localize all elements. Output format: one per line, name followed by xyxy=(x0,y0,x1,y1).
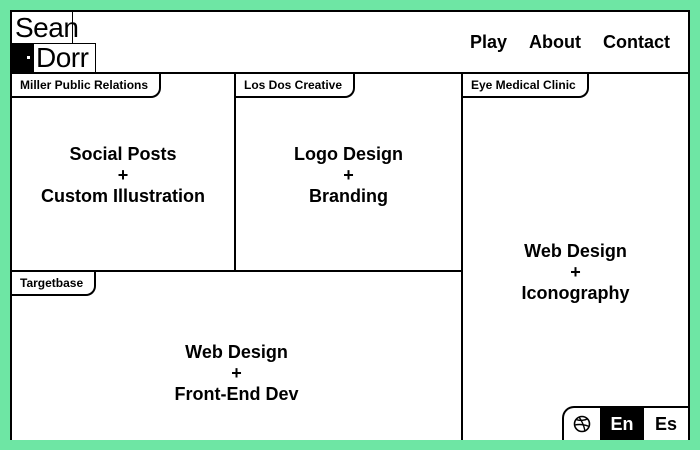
service-line-1: Social Posts xyxy=(69,144,177,164)
service-line-2: Branding xyxy=(309,186,388,206)
service-plus: + xyxy=(570,262,581,282)
service-line-2: Iconography xyxy=(521,283,630,303)
service-line-1: Web Design xyxy=(524,241,627,261)
logo-last-name: Dorr xyxy=(36,42,89,73)
service-plus: + xyxy=(231,363,242,383)
logo-box-bottom xyxy=(34,43,96,72)
nav-link-contact[interactable]: Contact xyxy=(603,32,670,52)
page-frame: Sean Dorr Play About Contact Miller Publ… xyxy=(10,10,690,440)
service-line-1: Web Design xyxy=(185,342,288,362)
site-header: Sean Dorr Play About Contact xyxy=(12,12,688,74)
nav-link-about[interactable]: About xyxy=(529,32,581,52)
site-logo[interactable]: Sean Dorr xyxy=(12,12,102,74)
dribbble-icon[interactable] xyxy=(564,408,600,440)
project-services: Web Design + Iconography xyxy=(463,241,688,304)
client-tag: Eye Medical Clinic xyxy=(463,74,589,98)
client-tag: Targetbase xyxy=(12,272,97,296)
nav-link-play[interactable]: Play xyxy=(469,32,508,52)
main-nav: Play About Contact xyxy=(470,32,670,53)
service-line-2: Front-End Dev xyxy=(174,384,299,404)
logo-box-top xyxy=(12,12,73,43)
language-switcher: En Es xyxy=(562,406,688,440)
language-es-button[interactable]: Es xyxy=(654,413,678,434)
project-card-eye-medical[interactable]: Eye Medical Clinic Web Design + Iconogra… xyxy=(463,74,688,440)
project-services: Web Design + Front-End Dev xyxy=(12,342,461,405)
project-services: Logo Design + Branding xyxy=(236,144,461,207)
project-card-targetbase[interactable]: Targetbase Web Design + Front-End Dev xyxy=(12,272,463,440)
service-plus: + xyxy=(117,165,129,185)
project-card-los-dos[interactable]: Los Dos Creative Logo Design + Branding xyxy=(236,74,463,272)
logo-first-name: Sean xyxy=(15,12,79,43)
dribbble-icon-svg xyxy=(573,415,591,433)
client-tag: Miller Public Relations xyxy=(12,74,162,98)
logo-dot xyxy=(27,56,30,59)
service-line-1: Logo Design xyxy=(294,144,403,164)
client-tag: Los Dos Creative xyxy=(236,74,356,98)
project-card-miller[interactable]: Miller Public Relations Social Posts + C… xyxy=(12,74,236,272)
service-plus: + xyxy=(343,165,354,185)
service-line-2: Custom Illustration xyxy=(40,186,205,206)
project-services: Social Posts + Custom Illustration xyxy=(12,144,234,207)
logo-square xyxy=(12,43,34,72)
language-en-button[interactable]: En xyxy=(600,408,644,440)
